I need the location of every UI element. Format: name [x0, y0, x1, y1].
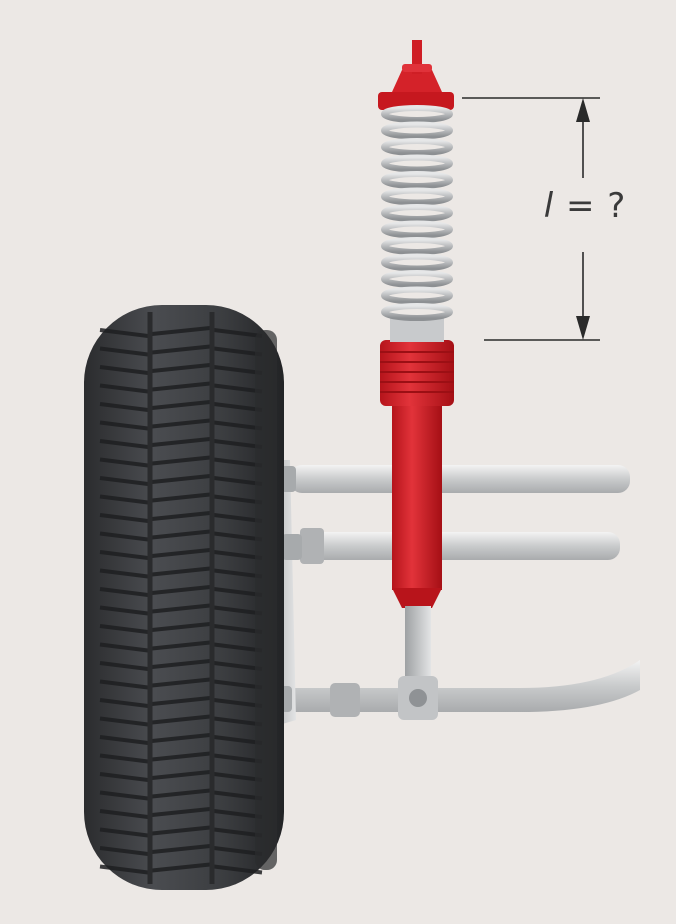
length-variable: l	[543, 186, 555, 226]
length-dimension	[462, 97, 600, 341]
shock-absorber-icon	[378, 40, 454, 676]
length-value: = ?	[554, 186, 627, 226]
middle-rod	[300, 528, 620, 564]
dimension-label: l = ?	[530, 186, 640, 226]
lower-arm	[285, 660, 640, 720]
coil-spring-icon	[381, 105, 453, 321]
upper-rod	[290, 465, 630, 493]
arrow-up-icon	[576, 98, 590, 122]
arrow-down-icon	[576, 316, 590, 340]
tire-icon	[84, 305, 284, 890]
